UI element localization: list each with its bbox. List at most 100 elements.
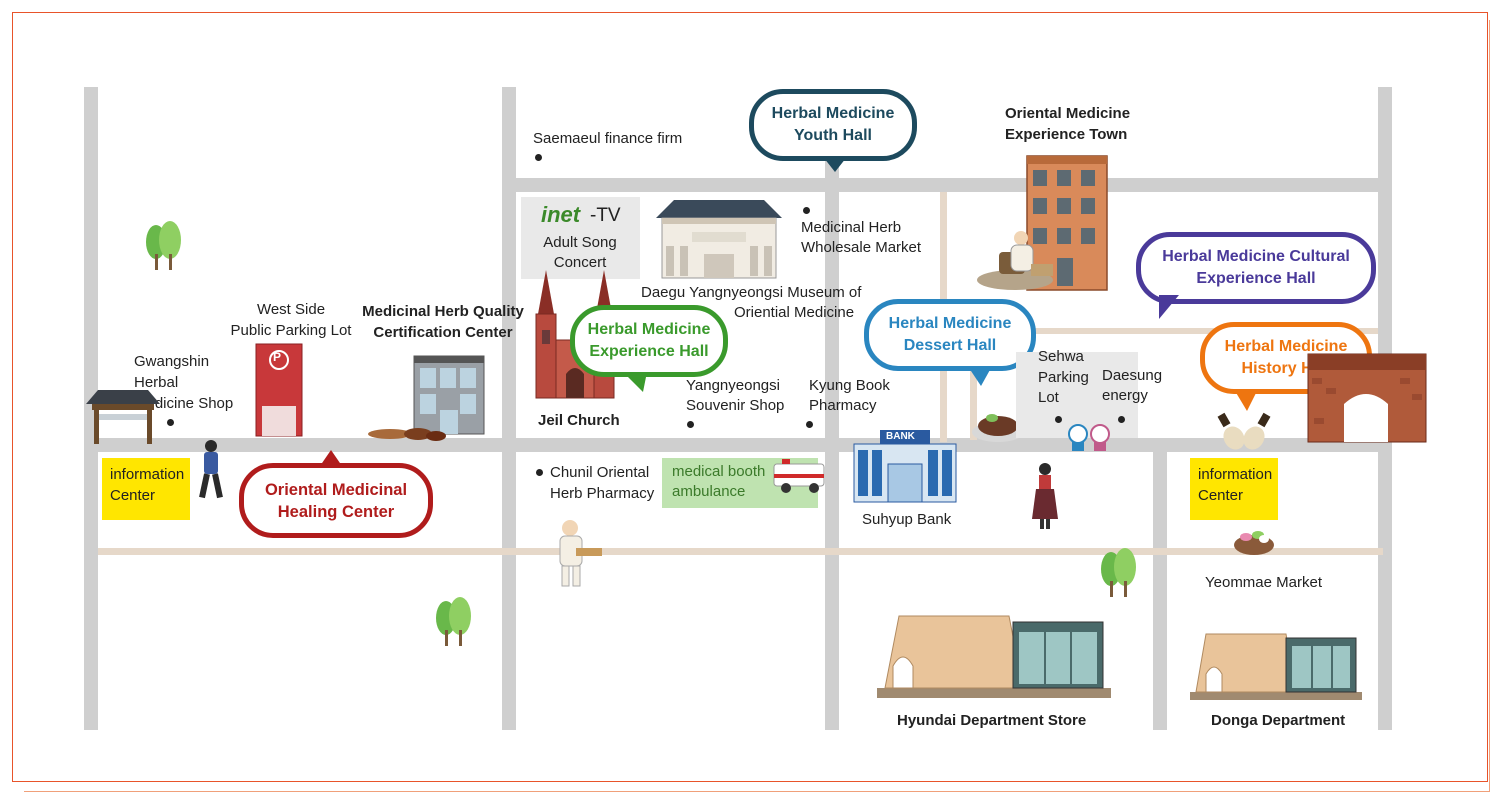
yeommae-label: Yeommae Market <box>1205 574 1322 591</box>
herb-wholesale-label-1: Medicinal Herb <box>801 219 902 236</box>
lane-east-2 <box>970 328 1378 334</box>
location-dot <box>687 421 694 428</box>
inet-logo-text: inet <box>541 202 581 227</box>
tree-icon <box>1101 548 1136 597</box>
jeil-church-label: Jeil Church <box>538 412 620 429</box>
walking-person-icon <box>199 440 223 499</box>
dessert-hall-line2: Dessert Hall <box>903 337 997 354</box>
location-dot <box>536 469 543 476</box>
road-east-south <box>1153 450 1167 730</box>
healing-center-bubble[interactable]: Oriental Medicinal Healing Center <box>239 450 433 538</box>
bubble-pointer <box>969 368 991 386</box>
bank-building-icon <box>853 430 957 503</box>
chunil-label-2: Herb Pharmacy <box>550 485 655 502</box>
road-west <box>84 87 98 730</box>
souvenir-label-1: Yangnyeongsi <box>686 377 780 394</box>
youth-hall-bubble[interactable]: Herbal Medicine Youth Hall <box>749 89 917 172</box>
info-center-west-line1: information <box>110 466 185 483</box>
gwangshin-label-1: Gwangshin <box>134 353 210 370</box>
bubble-pointer <box>1235 391 1257 411</box>
gwangshin-label-2: Herbal <box>134 374 179 391</box>
bubble-pointer <box>1159 295 1179 319</box>
lane-east-3 <box>970 328 977 440</box>
parking-sign-letter: P <box>273 350 282 364</box>
location-dot <box>167 419 174 426</box>
museum-label-1: Daegu Yangnyeongsi Museum of <box>641 284 862 301</box>
history-hall-line1: Herbal Medicine <box>1224 338 1348 355</box>
oriental-town-building-icon <box>977 155 1108 291</box>
mascot-icon <box>1068 424 1110 451</box>
saemaeul-label: Saemaeul finance firm <box>533 130 683 147</box>
hyundai-label: Hyundai Department Store <box>897 712 1087 729</box>
medical-booth-line1: medical booth <box>672 463 766 480</box>
museum-label-2: Oriential Medicine <box>734 304 855 321</box>
cultural-hall-line2: Experience Hall <box>1196 270 1316 287</box>
museum-building-icon <box>656 200 782 279</box>
cultural-hall-bubble[interactable]: Herbal Medicine Cultural Experience Hall <box>1136 232 1376 319</box>
road-central-west <box>502 87 516 730</box>
location-dot <box>803 207 810 214</box>
outer-frame <box>12 12 1488 782</box>
quality-cert-label-2: Certification Center <box>373 324 513 341</box>
certification-building-icon <box>368 355 485 441</box>
herb-wholesale-label-2: Wholesale Market <box>801 239 922 256</box>
road-main <box>84 438 1392 452</box>
bank-sign-text: BANK <box>886 431 915 442</box>
sehwa-area-box <box>1016 352 1138 438</box>
oriental-town-label-2: Experience Town <box>1005 126 1128 143</box>
experience-hall-line1: Herbal Medicine <box>587 321 711 338</box>
info-center-east-line1: information <box>1198 466 1273 483</box>
bubble-pointer <box>623 372 647 392</box>
quality-cert-label-1: Medicinal Herb Quality <box>362 303 524 320</box>
donga-label: Donga Department <box>1211 712 1346 729</box>
location-dot <box>1118 416 1125 423</box>
youth-hall-line1: Herbal Medicine <box>771 105 895 122</box>
experience-hall-line2: Experience Hall <box>589 343 709 360</box>
dessert-hall-bubble[interactable]: Herbal Medicine Dessert Hall <box>864 299 1036 386</box>
ambulance-icon <box>773 459 825 493</box>
chunil-label-1: Chunil Oriental <box>550 464 650 481</box>
healing-center-line1: Oriental Medicinal <box>264 480 408 499</box>
road-north <box>509 178 1385 192</box>
cultural-hall-line1: Herbal Medicine Cultural <box>1162 248 1350 265</box>
hyundai-store-building-icon <box>877 615 1111 698</box>
location-dot <box>1055 416 1062 423</box>
outer-frame-shadow <box>24 20 1490 792</box>
experience-hall-bubble[interactable]: Herbal Medicine Experience Hall <box>570 305 728 392</box>
hanok-gate-icon <box>86 390 160 444</box>
gwangshin-label-3: Medicine Shop <box>134 395 234 412</box>
lane-south <box>98 548 1383 555</box>
sehwa-label-2: Parking <box>1038 369 1089 386</box>
dessert-plate-icon <box>972 414 1024 442</box>
youth-hall-line2: Youth Hall <box>794 127 872 144</box>
sehwa-label-1: Sehwa <box>1038 348 1084 365</box>
info-center-east[interactable]: information Center <box>1190 458 1278 520</box>
tree-icon <box>146 221 181 270</box>
medical-booth-line2: ambulance <box>672 483 746 500</box>
west-parking-label-2: Public Parking Lot <box>230 322 352 339</box>
suhyup-label: Suhyup Bank <box>862 511 952 528</box>
bubble-pointer <box>824 158 846 172</box>
old-man-character-icon <box>559 520 602 587</box>
info-center-west[interactable]: information Center <box>102 458 190 520</box>
parking-building-icon <box>255 343 303 437</box>
kyungbook-label-2: Pharmacy <box>809 397 877 414</box>
souvenir-label-2: Souvenir Shop <box>686 397 785 414</box>
bubble-pointer <box>320 450 342 466</box>
daesung-label-1: Daesung <box>1102 367 1163 384</box>
dessert-hall-line1: Herbal Medicine <box>888 315 1012 332</box>
tree-icon <box>436 597 471 646</box>
inet-concert-line2: Concert <box>553 254 607 271</box>
kyungbook-label-1: Kyung Book <box>809 377 890 394</box>
rice-cake-basket-icon <box>1234 531 1274 555</box>
history-gate-icon <box>1307 353 1427 443</box>
hanbok-woman-icon <box>1032 463 1058 529</box>
location-dot <box>535 154 542 161</box>
donga-store-building-icon <box>1190 633 1362 700</box>
inet-tv-text: -TV <box>590 205 621 226</box>
inet-tv-box <box>521 197 640 279</box>
gourd-bottles-icon <box>1217 412 1271 450</box>
info-center-west-line2: Center <box>110 487 156 504</box>
daesung-label-2: energy <box>1102 387 1148 404</box>
inet-concert-line1: Adult Song <box>543 234 617 251</box>
